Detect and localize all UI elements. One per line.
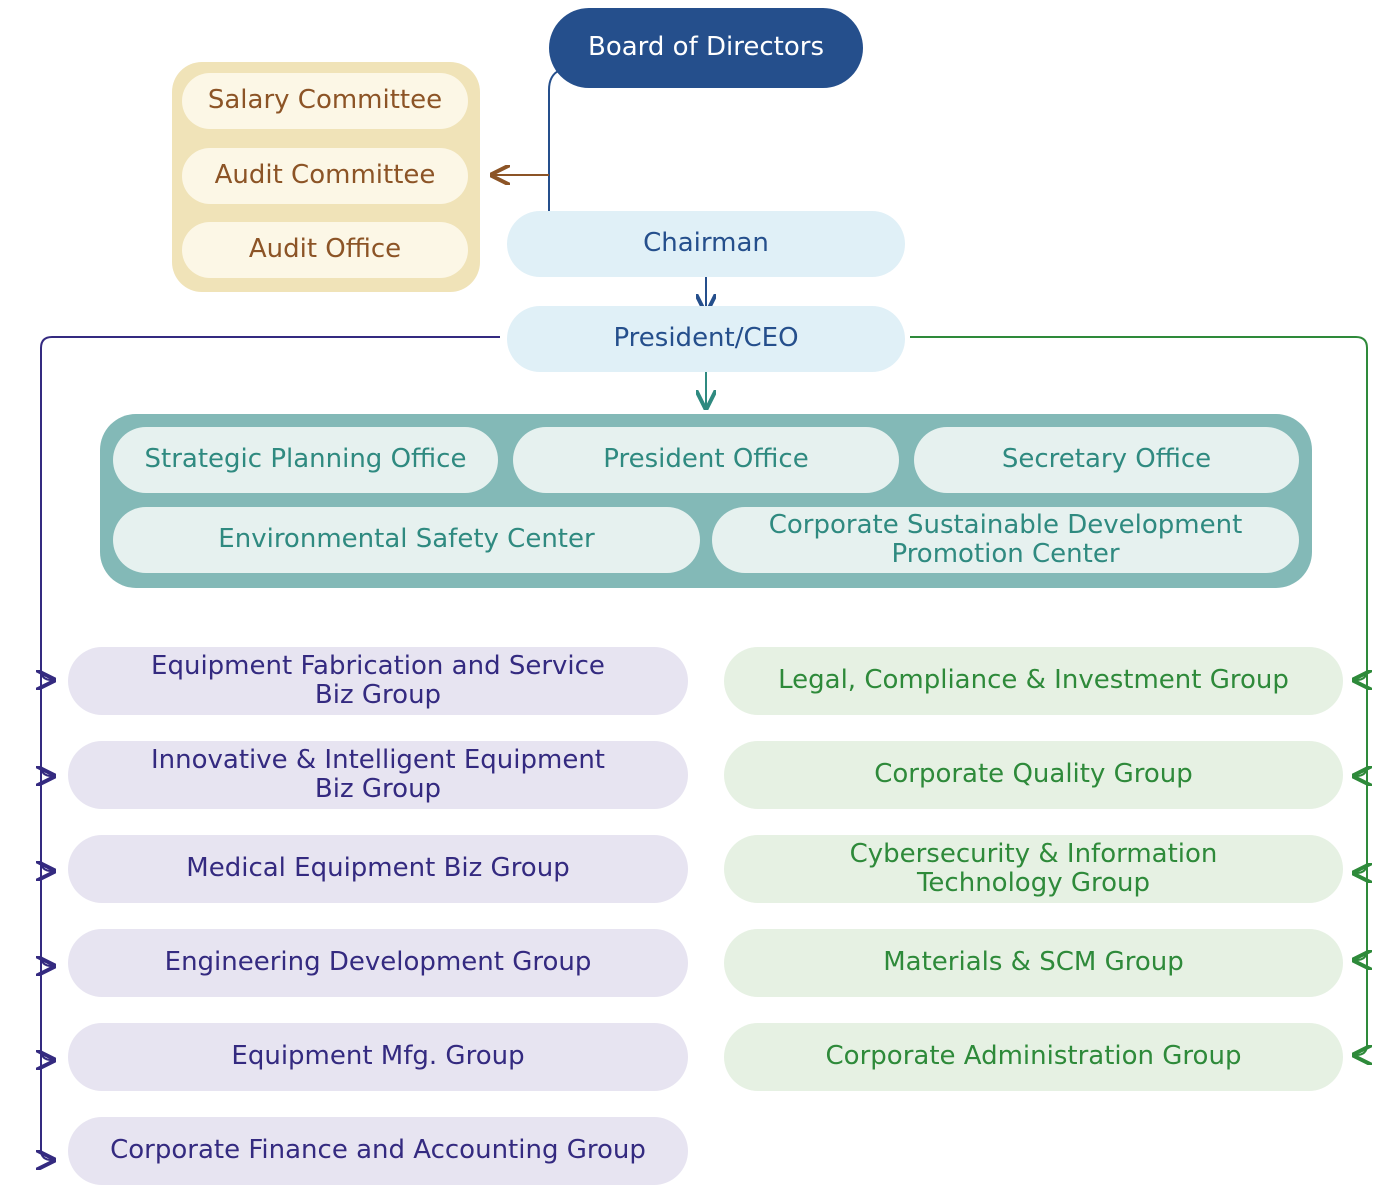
equipment-mfg-group-node[interactable]: Equipment Mfg. Group <box>68 1023 688 1091</box>
innovative-equipment-group-label-line1: Innovative & Intelligent Equipment <box>150 744 606 775</box>
innovative-equipment-group-label-line2: Biz Group <box>314 774 442 804</box>
materials-scm-group-label: Materials & SCM Group <box>883 947 1184 978</box>
functional-branch-1 <box>1356 669 1367 680</box>
chairman-node[interactable]: Chairman <box>507 211 905 277</box>
audit-committee-label: Audit Committee <box>214 160 436 191</box>
business-trunk-line <box>41 336 500 1160</box>
audit-office-node[interactable]: Audit Office <box>182 222 468 278</box>
innovative-equipment-group-node[interactable]: Innovative & Intelligent Equipment Biz G… <box>68 741 688 809</box>
sustainable-development-center-label-line2: Promotion Center <box>891 539 1120 569</box>
audit-office-label: Audit Office <box>248 234 402 265</box>
president-ceo-node[interactable]: President/CEO <box>507 306 905 372</box>
strategic-planning-office-label: Strategic Planning Office <box>144 444 467 475</box>
legal-compliance-group-label: Legal, Compliance & Investment Group <box>778 665 1289 696</box>
president-office-node[interactable]: President Office <box>513 427 899 493</box>
board-of-directors-node[interactable]: Board of Directors <box>549 8 863 88</box>
secretary-office-node[interactable]: Secretary Office <box>914 427 1299 493</box>
legal-compliance-group-node[interactable]: Legal, Compliance & Investment Group <box>724 647 1343 715</box>
finance-accounting-group-node[interactable]: Corporate Finance and Accounting Group <box>68 1117 688 1185</box>
engineering-development-group-node[interactable]: Engineering Development Group <box>68 929 688 997</box>
sustainable-development-center-node[interactable]: Corporate Sustainable Development Promot… <box>712 507 1299 573</box>
business-branch-2 <box>41 765 52 776</box>
business-branch-5 <box>41 1049 52 1060</box>
equipment-fabrication-group-label-line1: Equipment Fabrication and Service <box>151 650 605 681</box>
sustainable-development-center-label-line1: Corporate Sustainable Development <box>768 509 1243 540</box>
medical-equipment-group-label: Medical Equipment Biz Group <box>186 853 570 884</box>
cybersecurity-it-group-node[interactable]: Cybersecurity & Information Technology G… <box>724 835 1343 903</box>
equipment-mfg-group-label: Equipment Mfg. Group <box>231 1041 525 1072</box>
business-branch-4 <box>41 955 52 966</box>
environmental-safety-center-label: Environmental Safety Center <box>218 524 595 555</box>
board-of-directors-label: Board of Directors <box>588 32 824 63</box>
medical-equipment-group-node[interactable]: Medical Equipment Biz Group <box>68 835 688 903</box>
board-to-chairman-line <box>549 69 560 228</box>
functional-branch-3 <box>1356 862 1367 873</box>
business-branch-3 <box>41 860 52 871</box>
strategic-planning-office-node[interactable]: Strategic Planning Office <box>113 427 498 493</box>
secretary-office-label: Secretary Office <box>1001 444 1212 475</box>
functional-branch-4 <box>1356 949 1367 960</box>
cybersecurity-it-group-label-line2: Technology Group <box>916 868 1151 898</box>
materials-scm-group-node[interactable]: Materials & SCM Group <box>724 929 1343 997</box>
finance-accounting-group-label: Corporate Finance and Accounting Group <box>110 1135 646 1166</box>
business-branch-1 <box>41 669 52 680</box>
president-ceo-label: President/CEO <box>613 323 799 354</box>
chairman-label: Chairman <box>643 228 769 259</box>
environmental-safety-center-node[interactable]: Environmental Safety Center <box>113 507 700 573</box>
functional-trunk-line <box>910 336 1367 1055</box>
corporate-administration-group-label: Corporate Administration Group <box>825 1041 1242 1072</box>
corporate-administration-group-node[interactable]: Corporate Administration Group <box>724 1023 1343 1091</box>
corporate-quality-group-label: Corporate Quality Group <box>874 759 1193 790</box>
president-office-label: President Office <box>603 444 809 475</box>
salary-committee-label: Salary Committee <box>207 85 443 116</box>
corporate-quality-group-node[interactable]: Corporate Quality Group <box>724 741 1343 809</box>
engineering-development-group-label: Engineering Development Group <box>164 947 592 978</box>
salary-committee-node[interactable]: Salary Committee <box>182 73 468 129</box>
equipment-fabrication-group-label-line2: Biz Group <box>314 680 442 710</box>
equipment-fabrication-group-node[interactable]: Equipment Fabrication and Service Biz Gr… <box>68 647 688 715</box>
functional-branch-2 <box>1356 765 1367 776</box>
audit-committee-node[interactable]: Audit Committee <box>182 148 468 204</box>
cybersecurity-it-group-label-line1: Cybersecurity & Information <box>849 838 1218 869</box>
